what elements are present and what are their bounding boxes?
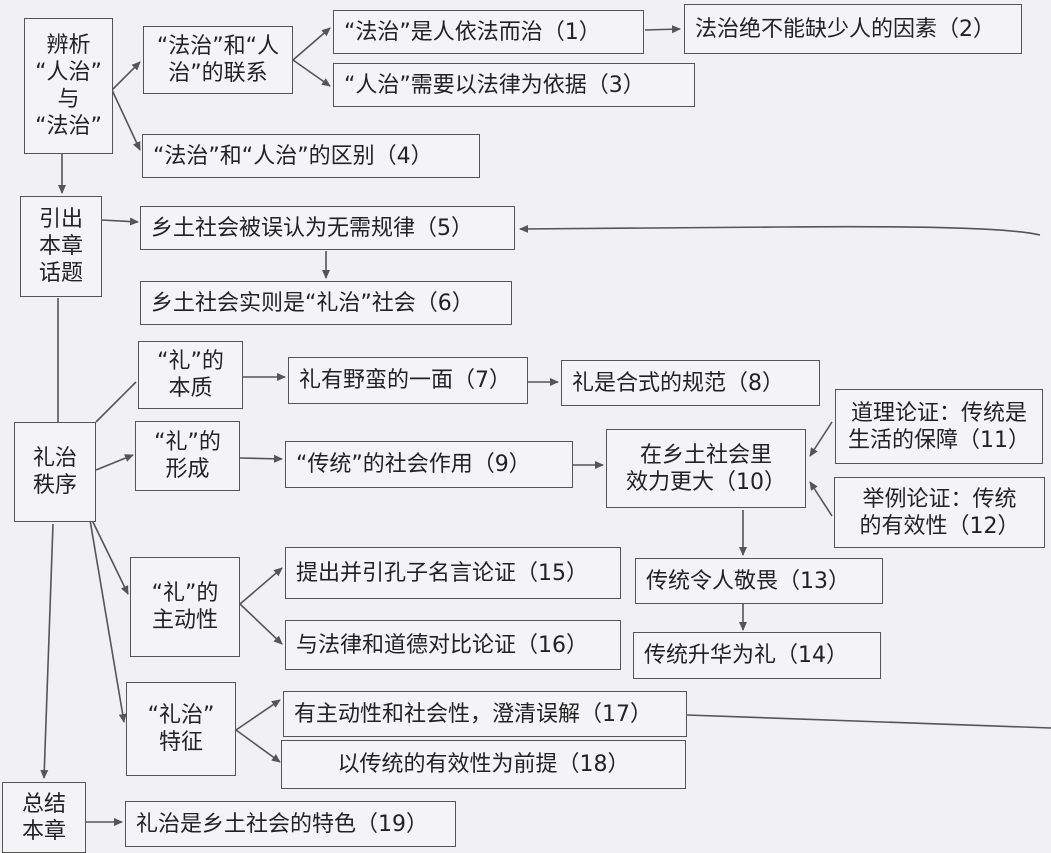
- node-10: 在乡土社会里 效力更大（10）: [606, 429, 806, 508]
- node-6-label: 乡土社会实则是“礼治”社会（6）: [151, 290, 474, 316]
- node-1: “法治”是人依法而治（1）: [333, 10, 644, 54]
- node-14: 传统升华为礼（14）: [633, 632, 881, 679]
- node-7-label: 礼有野蛮的一面（7）: [299, 368, 511, 393]
- node-zongjie: 总结 本章: [2, 782, 86, 853]
- node-yinchu: 引出 本章 话题: [20, 196, 102, 297]
- node-16: 与法律和道德对比论证（16）: [285, 620, 621, 670]
- node-8: 礼是合式的规范（8）: [561, 360, 820, 406]
- node-bianxi-label: 辨析 “人治” 与 “法治”: [35, 33, 102, 139]
- node-1-label: “法治”是人依法而治（1）: [344, 19, 601, 45]
- node-15: 提出并引孔子名言论证（15）: [285, 547, 621, 599]
- node-li-benzhi-label: “礼”的 本质: [157, 349, 224, 401]
- node-18-label: 以传统的有效性为前提（18）: [337, 752, 630, 777]
- node-bianxi: 辨析 “人治” 与 “法治”: [24, 18, 113, 154]
- node-5-label: 乡土社会被误认为无需规律（5）: [151, 215, 473, 241]
- node-12: 举例论证：传统 的有效性（12）: [834, 477, 1045, 548]
- node-14-label: 传统升华为礼（14）: [644, 643, 848, 668]
- node-4: “法治”和“人治”的区别（4）: [142, 134, 480, 178]
- node-4-label: “法治”和“人治”的区别（4）: [153, 143, 433, 169]
- node-17: 有主动性和社会性，澄清误解（17）: [283, 691, 687, 737]
- node-5: 乡土社会被误认为无需规律（5）: [140, 206, 515, 250]
- node-lizhi-zhixu: 礼治 秩序: [14, 422, 96, 522]
- node-3-label: “人治”需要以法律为依据（3）: [344, 72, 645, 98]
- node-18: 以传统的有效性为前提（18）: [281, 740, 686, 789]
- node-lizhi-tezheng: “礼治” 特征: [126, 682, 236, 776]
- node-li-benzhi: “礼”的 本质: [138, 341, 243, 409]
- node-li-zhudong: “礼”的 主动性: [130, 557, 240, 657]
- node-15-label: 提出并引孔子名言论证（15）: [296, 560, 588, 586]
- node-li-zhudong-label: “礼”的 主动性: [151, 581, 219, 633]
- node-19: 礼治是乡土社会的特色（19）: [125, 801, 456, 847]
- node-3: “人治”需要以法律为依据（3）: [333, 63, 695, 107]
- node-2-label: 法治绝不能缺少人的因素（2）: [695, 16, 995, 42]
- node-zongjie-label: 总结 本章: [21, 791, 66, 844]
- node-2: 法治绝不能缺少人的因素（2）: [684, 4, 1022, 54]
- node-lizhi-zhixu-label: 礼治 秩序: [32, 446, 77, 498]
- node-7: 礼有野蛮的一面（7）: [288, 357, 528, 404]
- node-yinchu-label: 引出 本章 话题: [38, 207, 83, 286]
- node-11-label: 道理论证：传统是 生活的保障（11）: [848, 400, 1030, 453]
- node-13-label: 传统令人敬畏（13）: [646, 568, 850, 594]
- node-lianxi-label: “法治”和“人 治”的联系: [156, 34, 280, 86]
- node-12-label: 举例论证：传统 的有效性（12）: [859, 486, 1020, 539]
- node-10-label: 在乡土社会里 效力更大（10）: [626, 442, 786, 495]
- node-6: 乡土社会实则是“礼治”社会（6）: [140, 281, 512, 325]
- node-li-xingcheng: “礼”的 形成: [135, 421, 240, 491]
- node-19-label: 礼治是乡土社会的特色（19）: [136, 811, 428, 837]
- node-lizhi-tezheng-label: “礼治” 特征: [147, 703, 215, 755]
- node-li-xingcheng-label: “礼”的 形成: [154, 430, 221, 482]
- node-lianxi: “法治”和“人 治”的联系: [143, 26, 293, 94]
- node-9: “传统”的社会作用（9）: [285, 441, 573, 488]
- node-9-label: “传统”的社会作用（9）: [296, 452, 531, 477]
- node-16-label: 与法律和道德对比论证（16）: [296, 632, 588, 658]
- node-17-label: 有主动性和社会性，澄清误解（17）: [294, 701, 652, 727]
- node-8-label: 礼是合式的规范（8）: [572, 370, 784, 396]
- node-11: 道理论证：传统是 生活的保障（11）: [835, 389, 1043, 464]
- node-13: 传统令人敬畏（13）: [635, 558, 883, 604]
